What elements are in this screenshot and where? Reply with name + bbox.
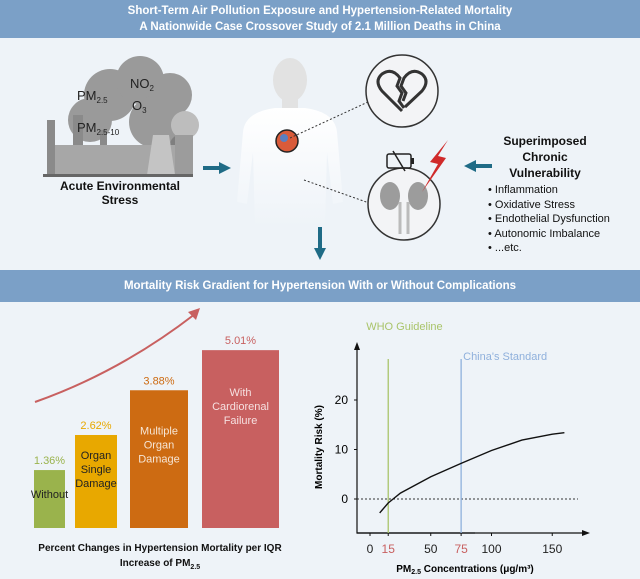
x-tick-label: 75: [454, 542, 468, 556]
x-axis-label: PM2.5 Concentrations (μg/m³): [396, 564, 534, 576]
trend-arrow-icon: [34, 313, 196, 403]
o3-sub: 3: [142, 106, 147, 115]
no2-sub: 2: [150, 84, 155, 93]
bar-value-label: 3.88%: [143, 375, 174, 387]
bar-value-label: 5.01%: [225, 335, 256, 347]
annotation-label: China's Standard: [463, 351, 547, 363]
arrow-left-icon: [464, 160, 492, 172]
bar-value-label: 2.62%: [80, 420, 111, 432]
vulnerability-heading: Superimposed Chronic Vulnerability: [503, 134, 587, 180]
x-tick-label: 50: [424, 542, 438, 556]
y-axis-arrow-icon: [354, 342, 360, 350]
y-axis-label: Mortality Risk (%): [314, 405, 325, 489]
header-banner: Short-Term Air Pollution Exposure and Hy…: [0, 0, 640, 38]
pm2510-sub: 2.5-10: [97, 128, 120, 137]
x-tick-label: 0: [367, 542, 374, 556]
bar-value-label: 1.36%: [34, 455, 65, 467]
arrow-right-icon: [203, 162, 231, 174]
connector-lines: [290, 101, 373, 205]
list-item: Endothelial Dysfunction: [488, 212, 640, 227]
annotation-label: WHO Guideline: [366, 321, 442, 333]
caption-sub: 2.5: [190, 564, 201, 571]
arrow-down-icon: [314, 224, 326, 260]
title-line-1: Short-Term Air Pollution Exposure and Hy…: [127, 5, 513, 17]
caption-line-1: Percent Changes in Hypertension Mortalit…: [38, 543, 282, 554]
bar-category-label: Without: [31, 489, 68, 501]
bar-3: [202, 350, 279, 528]
bar-chart-caption: Percent Changes in Hypertension Mortalit…: [20, 541, 300, 575]
list-item: ...etc.: [488, 241, 640, 256]
factory-icon: [43, 115, 193, 177]
y-tick-label: 0: [341, 492, 348, 506]
pm25-sub: 2.5: [97, 96, 109, 105]
y-axis: [356, 347, 475, 534]
environment-label: Acute Environmental Stress: [59, 179, 181, 207]
vulnerability-list: Inflammation Oxidative Stress Endothelia…: [480, 183, 640, 256]
lightning-icon: [422, 140, 448, 192]
list-item: Inflammation: [488, 183, 640, 198]
human-body-illustration: [237, 58, 343, 227]
x-tick-label: 150: [542, 542, 562, 556]
risk-curve: [379, 432, 565, 514]
y-tick-label: 10: [335, 443, 349, 457]
broken-heart-icon: [365, 54, 439, 128]
list-item: Autonomic Imbalance: [488, 227, 640, 242]
x-axis-arrow-icon: [582, 530, 590, 536]
caption-line-2: Increase of PM: [119, 558, 191, 569]
svg-text:NO2: NO2: [130, 76, 155, 93]
bar-0: [34, 470, 65, 528]
bar-1: [75, 434, 117, 528]
x-tick-label: 15: [382, 542, 396, 556]
x-tick-label: 100: [481, 542, 501, 556]
bar-2: [130, 390, 188, 528]
list-item: Oxidative Stress: [488, 198, 640, 213]
factory-pollution-illustration: PM2.5 PM2.5-10 NO2 O3: [43, 56, 199, 177]
vulnerability-panel: Superimposed Chronic Vulnerability Infla…: [480, 133, 640, 256]
kidney-icon: [367, 167, 441, 241]
empty-battery-icon: [386, 150, 414, 172]
section-banner: Mortality Risk Gradient for Hypertension…: [0, 270, 640, 302]
title-line-2: A Nationwide Case Crossover Study of 2.1…: [139, 21, 501, 33]
y-tick-label: 20: [335, 393, 349, 407]
